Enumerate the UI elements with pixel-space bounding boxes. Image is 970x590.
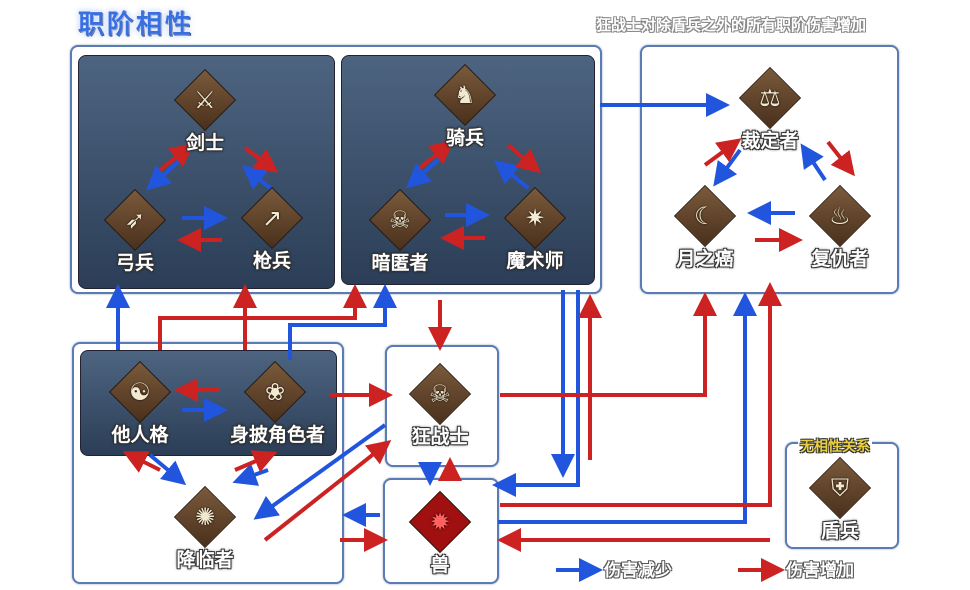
class-foreigner: ✺降临者 xyxy=(160,485,250,572)
class-berserker: ☠狂战士 xyxy=(395,362,485,449)
mask-icon: ☯ xyxy=(129,377,151,406)
no-affinity-label: 无相性关系 xyxy=(798,436,872,456)
horse-icon: ♞ xyxy=(454,80,476,109)
class-mooncancer: ☾月之癌 xyxy=(660,184,750,271)
class-lancer: ↗枪兵 xyxy=(227,186,317,273)
class-caster: ✷魔术师 xyxy=(490,186,580,273)
sword-icon: ⚔ xyxy=(194,85,216,114)
class-assassin: ☠暗匿者 xyxy=(355,188,445,275)
scales-icon: ⚖ xyxy=(759,83,781,112)
class-avenger: ♨复仇者 xyxy=(795,184,885,271)
berserker-note: 狂战士对除盾兵之外的所有职阶伤害增加 xyxy=(596,16,867,34)
flame-icon: ♨ xyxy=(829,201,851,230)
class-saber: ⚔剑士 xyxy=(160,68,250,155)
horned-skull-icon: ☠ xyxy=(429,379,451,408)
skull-mask-icon: ☠ xyxy=(389,205,411,234)
staff-star-icon: ✷ xyxy=(524,203,546,232)
decrease-arrows xyxy=(106,93,827,527)
legend-increase: 伤害增加 xyxy=(786,561,854,581)
increase-arrows xyxy=(122,138,855,552)
legend-decrease: 伤害减少 xyxy=(604,561,672,581)
beast-sigil-icon: ✹ xyxy=(429,507,451,536)
class-pretender: ❀身披角色者 xyxy=(230,360,325,447)
moon-icon: ☾ xyxy=(694,201,716,230)
spear-icon: ↗ xyxy=(261,203,283,232)
class-shielder: ⛨盾兵 xyxy=(795,456,885,543)
shield-icon: ⛨ xyxy=(831,474,849,502)
starburst-icon: ✺ xyxy=(194,502,216,531)
class-beast: ✹兽 xyxy=(395,490,485,577)
page-title: 职阶相性 xyxy=(78,10,195,40)
bow-icon: ➶ xyxy=(124,205,146,234)
class-archer: ➶弓兵 xyxy=(90,188,180,275)
class-ruler: ⚖裁定者 xyxy=(725,66,815,153)
class-rider: ♞骑兵 xyxy=(420,63,510,150)
lotus-icon: ❀ xyxy=(264,377,286,406)
class-alterego: ☯他人格 xyxy=(95,360,185,447)
